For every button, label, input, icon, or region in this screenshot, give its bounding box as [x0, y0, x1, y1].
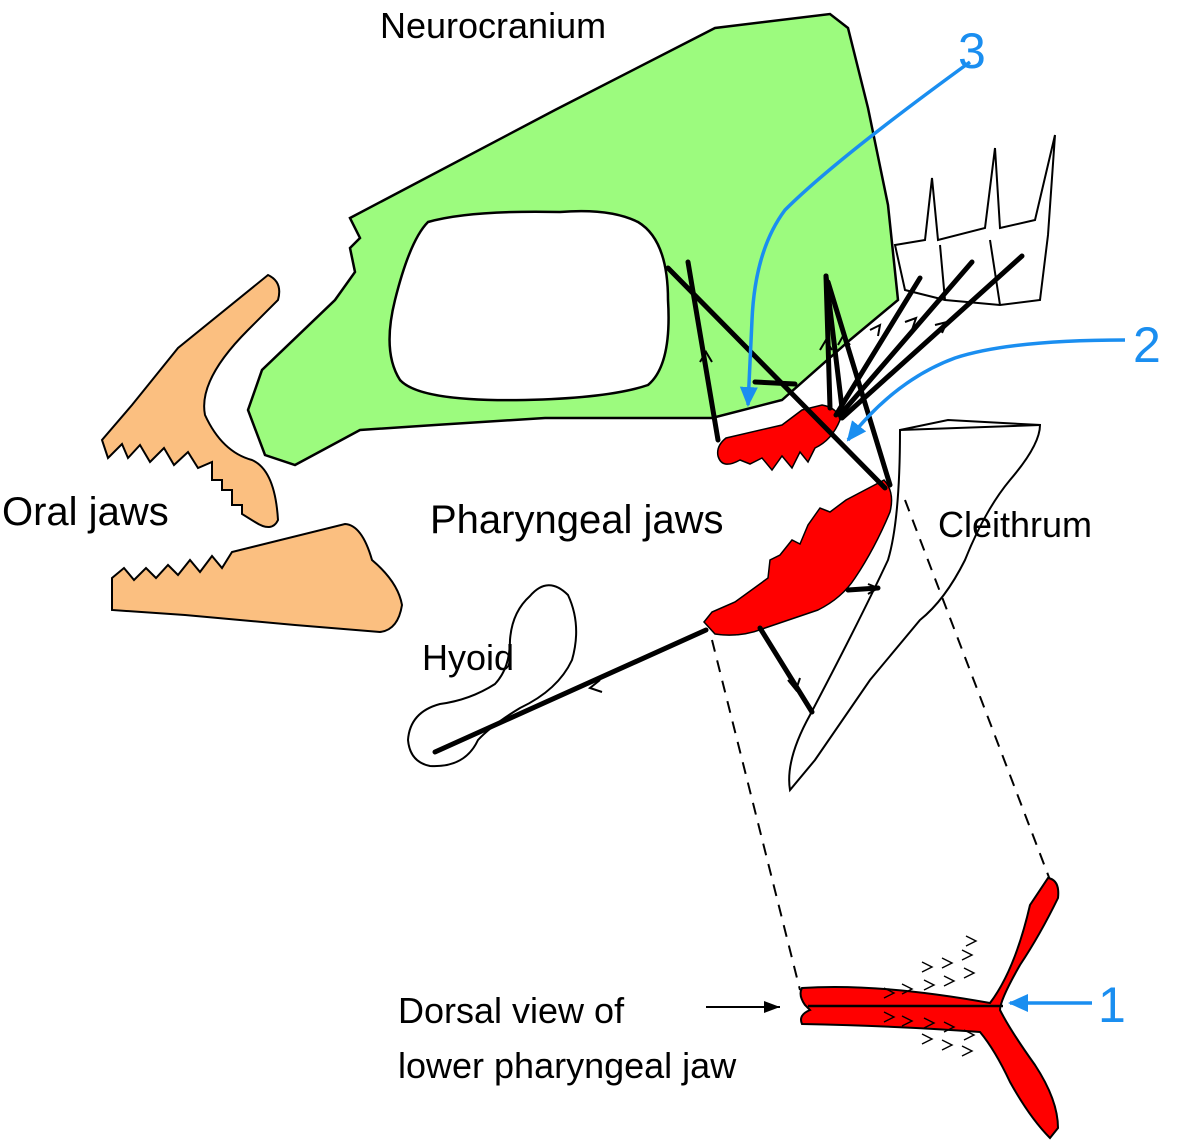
muscle-direction-arrows: [587, 316, 949, 693]
callout-arrows: [739, 60, 1126, 1012]
callout-number-1: 1: [1098, 977, 1126, 1033]
label-neurocranium: Neurocranium: [380, 5, 606, 46]
lower-pharyngeal-jaw-dorsal: [799, 876, 1060, 1140]
label-dorsal-view-line2: lower pharyngeal jaw: [398, 1045, 737, 1086]
label-oral-jaws: Oral jaws: [2, 490, 169, 534]
cleithrum-shape: [788, 418, 1042, 793]
callout-arrow-2: [846, 338, 1126, 442]
projection-dashed-lines: [711, 499, 1051, 991]
upper-pharyngeal-jaw: [716, 404, 841, 472]
lower-oral-jaw: [111, 522, 404, 634]
orbit-opening: [388, 209, 670, 402]
upper-oral-jaw: [100, 273, 281, 528]
callout-arrow-3: [739, 60, 972, 407]
label-hyoid: Hyoid: [422, 637, 514, 678]
label-pharyngeal-jaws: Pharyngeal jaws: [430, 498, 724, 542]
hyoid-shape: [406, 584, 578, 768]
callout-number-2: 2: [1133, 317, 1161, 373]
callout-number-3: 3: [958, 23, 986, 79]
lower-pharyngeal-jaw-side: [703, 479, 893, 636]
muscle-lines: [432, 253, 1025, 755]
label-dorsal-view-line1: Dorsal view of: [398, 990, 625, 1031]
label-cleithrum: Cleithrum: [938, 504, 1092, 545]
